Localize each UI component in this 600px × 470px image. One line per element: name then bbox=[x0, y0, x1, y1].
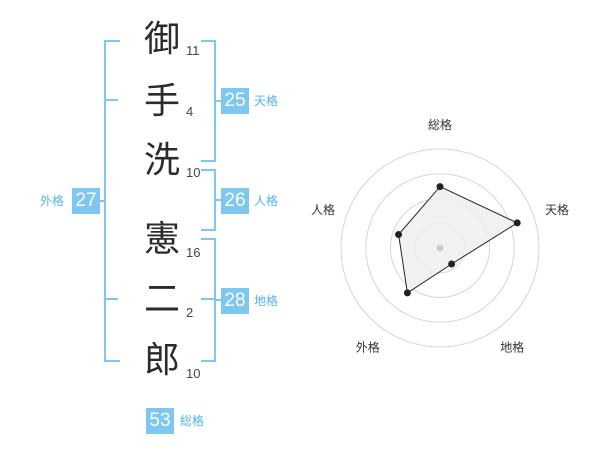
gaikaku-bracket-tick-top bbox=[104, 99, 118, 101]
radar-ring-3 bbox=[365, 173, 515, 323]
radar-axis-label-4: 外格 bbox=[356, 340, 380, 355]
name-char-4: 憲 bbox=[143, 219, 180, 260]
radar-series-area bbox=[398, 185, 519, 294]
radar-axis-label-5: 人格 bbox=[311, 202, 335, 217]
gaikaku-bracket bbox=[104, 40, 120, 362]
soukaku-label: 総格 bbox=[180, 414, 205, 428]
jinkaku-value: 26 bbox=[221, 188, 249, 214]
gaikaku-bracket-connector bbox=[98, 200, 106, 202]
tenkaku-label: 天格 bbox=[254, 94, 279, 108]
chikaku-value: 28 bbox=[221, 288, 249, 314]
name-char-3: 洗 bbox=[143, 140, 180, 181]
radar-center-dot bbox=[436, 244, 444, 252]
stroke-count-1: 11 bbox=[186, 43, 200, 58]
name-char-6: 郎 bbox=[143, 340, 180, 381]
name-char-1: 御 bbox=[143, 19, 180, 60]
tenkaku-bracket-connector bbox=[214, 100, 222, 102]
gaikaku-bracket-tick-bottom bbox=[104, 298, 118, 300]
radar-point-1 bbox=[436, 183, 444, 191]
tenkaku-value: 25 bbox=[221, 88, 249, 114]
gaikaku-value: 27 bbox=[72, 188, 100, 214]
stroke-count-2: 4 bbox=[186, 104, 194, 119]
radar-point-5 bbox=[395, 231, 403, 239]
chikaku-bracket-connector bbox=[214, 299, 222, 301]
radar-axis-label-3: 地格 bbox=[500, 340, 524, 355]
radar-point-4 bbox=[403, 289, 411, 297]
radar-axis-label-2: 天格 bbox=[545, 202, 569, 217]
radar-axis-label-1: 総格 bbox=[428, 117, 452, 132]
stroke-count-3: 10 bbox=[186, 165, 201, 180]
stroke-count-4: 16 bbox=[186, 245, 201, 260]
jinkaku-label: 人格 bbox=[254, 194, 279, 208]
radar-ring-4 bbox=[340, 148, 540, 348]
soukaku-value: 53 bbox=[146, 408, 174, 434]
gaikaku-label: 外格 bbox=[40, 194, 65, 208]
chikaku-label: 地格 bbox=[254, 294, 279, 308]
name-char-2: 手 bbox=[143, 81, 180, 122]
name-char-5: 二 bbox=[143, 279, 180, 320]
chikaku-bracket-tick bbox=[201, 298, 214, 300]
jinkaku-bracket-connector bbox=[214, 199, 222, 201]
radar-point-2 bbox=[513, 219, 521, 227]
stroke-count-5: 2 bbox=[186, 305, 194, 320]
radar-point-3 bbox=[448, 260, 456, 268]
stroke-count-6: 10 bbox=[186, 366, 201, 381]
